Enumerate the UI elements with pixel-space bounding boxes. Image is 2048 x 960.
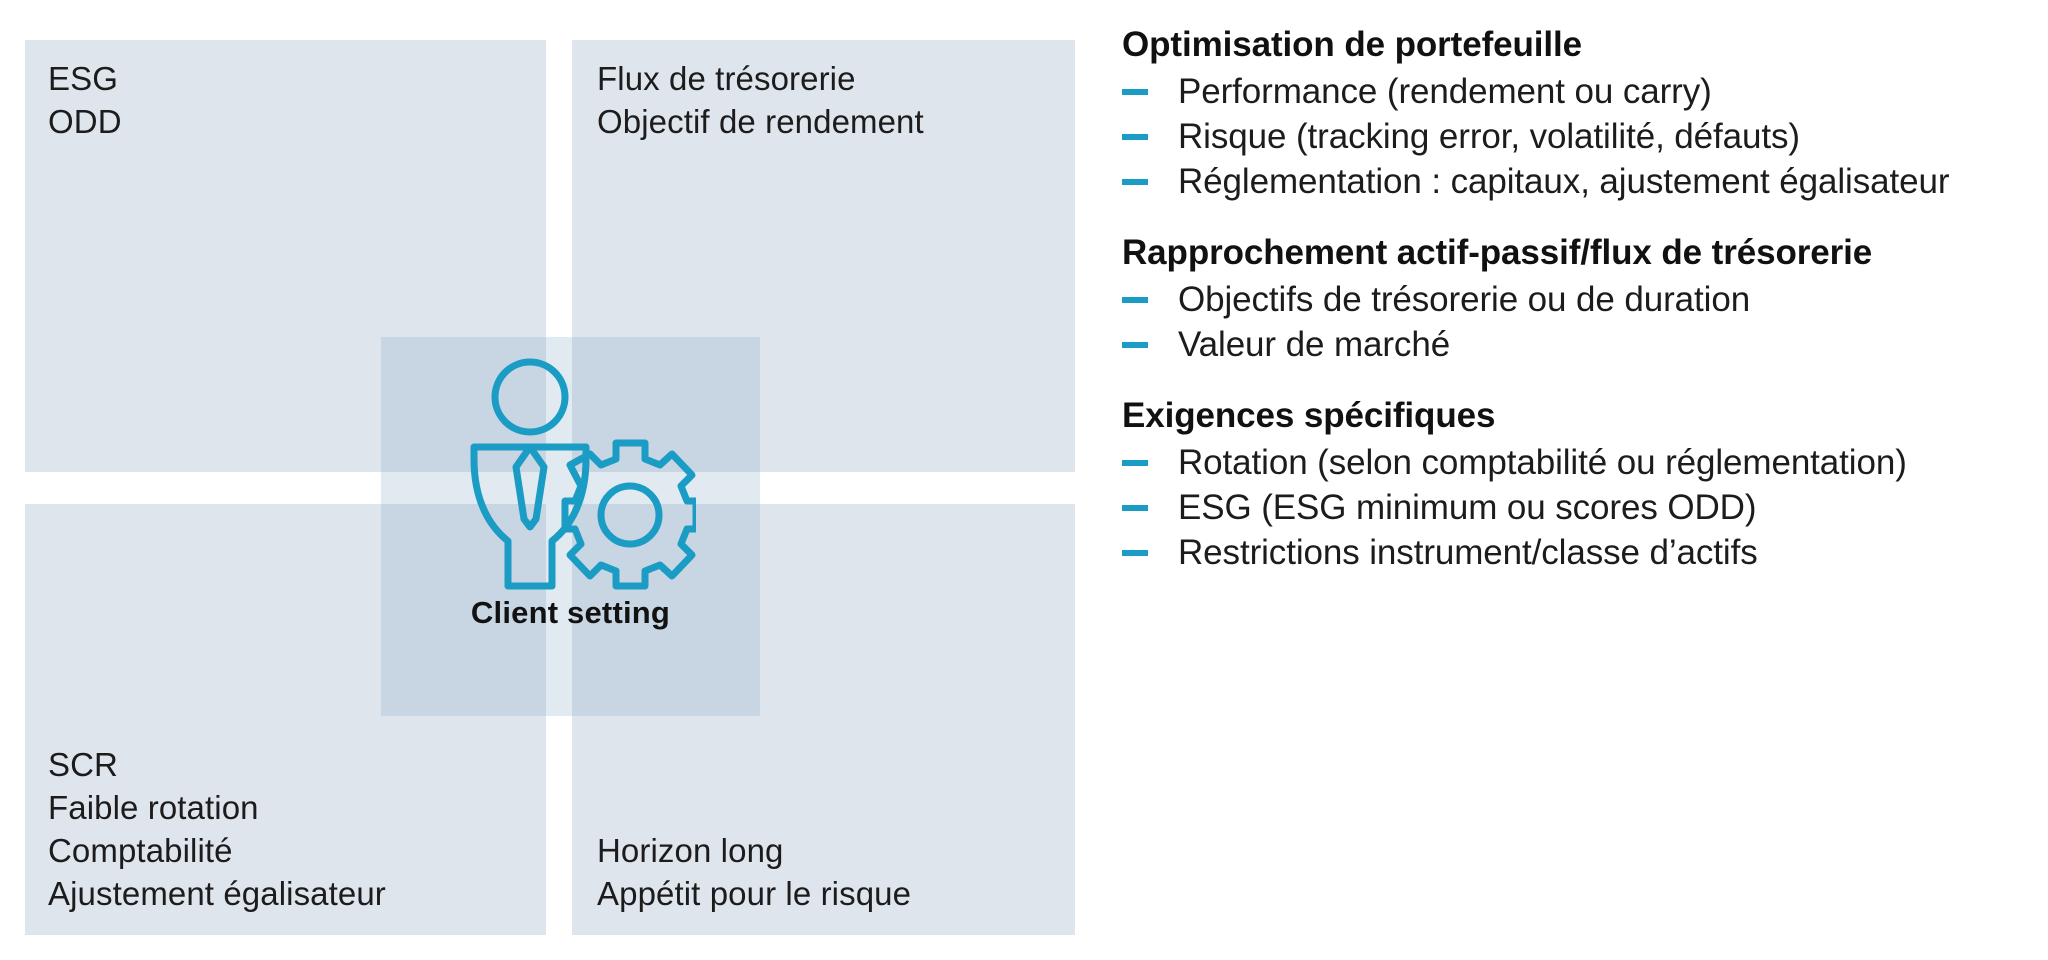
quadrant-bottom-right[interactable]: Horizon long Appétit pour le risque bbox=[572, 504, 1075, 935]
section-title: Exigences spécifiques bbox=[1122, 396, 1496, 435]
quadrant-top-left-text: ESG ODD bbox=[48, 60, 122, 140]
bullet-text: Rotation (selon comptabilité ou réglemen… bbox=[1178, 443, 1907, 482]
bullet-item: Risque (tracking error, volatilité, défa… bbox=[1122, 114, 2027, 159]
dash-bullet-icon bbox=[1122, 550, 1148, 556]
quadrant-bottom-left[interactable]: SCR Faible rotation Comptabilité Ajustem… bbox=[25, 504, 546, 935]
center-tile[interactable]: Client setting bbox=[381, 337, 760, 716]
dash-bullet-icon bbox=[1122, 179, 1148, 185]
dash-bullet-icon bbox=[1122, 134, 1148, 140]
bullet-item: Performance (rendement ou carry) bbox=[1122, 69, 2027, 114]
person-with-gear-icon bbox=[470, 358, 696, 590]
center-tile-label: Client setting bbox=[470, 595, 671, 630]
bullet-text: Performance (rendement ou carry) bbox=[1178, 72, 1712, 111]
section-title: Optimisation de portefeuille bbox=[1122, 25, 1583, 64]
dash-bullet-icon bbox=[1122, 342, 1148, 348]
bullet-text: Réglementation : capitaux, ajustement ég… bbox=[1178, 162, 1950, 201]
bullet-text: Valeur de marché bbox=[1178, 325, 1451, 364]
bullet-item: Valeur de marché bbox=[1122, 322, 2027, 367]
section-title: Rapprochement actif-passif/flux de tréso… bbox=[1122, 233, 1873, 272]
section-optimisation: Optimisation de portefeuille Performance… bbox=[1122, 22, 2027, 204]
client-setting-matrix: ESG ODD Flux de trésorerie Objectif de r… bbox=[25, 40, 1075, 935]
dash-bullet-icon bbox=[1122, 297, 1148, 303]
dash-bullet-icon bbox=[1122, 460, 1148, 466]
bullet-item: Rotation (selon comptabilité ou réglemen… bbox=[1122, 440, 2027, 485]
bullet-item: Objectifs de trésorerie ou de duration bbox=[1122, 277, 2027, 322]
requirements-panel: Optimisation de portefeuille Performance… bbox=[1122, 22, 2027, 575]
bullet-text: Risque (tracking error, volatilité, défa… bbox=[1178, 117, 1800, 156]
section-exigences: Exigences spécifiques Rotation (selon co… bbox=[1122, 393, 2027, 575]
dash-bullet-icon bbox=[1122, 89, 1148, 95]
bullet-item: ESG (ESG minimum ou scores ODD) bbox=[1122, 485, 2027, 530]
bullet-item: Restrictions instrument/classe d’actifs bbox=[1122, 530, 2027, 575]
quadrant-top-right[interactable]: Flux de trésorerie Objectif de rendement bbox=[572, 40, 1075, 472]
bullet-text: Restrictions instrument/classe d’actifs bbox=[1178, 533, 1758, 572]
dash-bullet-icon bbox=[1122, 505, 1148, 511]
quadrant-bottom-left-text: SCR Faible rotation Comptabilité Ajustem… bbox=[48, 746, 386, 912]
quadrant-top-right-text: Flux de trésorerie Objectif de rendement bbox=[597, 60, 924, 140]
bullet-text: Objectifs de trésorerie ou de duration bbox=[1178, 280, 1751, 319]
bullet-text: ESG (ESG minimum ou scores ODD) bbox=[1178, 488, 1757, 527]
quadrant-bottom-right-text: Horizon long Appétit pour le risque bbox=[597, 832, 912, 912]
bullet-item: Réglementation : capitaux, ajustement ég… bbox=[1122, 159, 2027, 204]
quadrant-top-left[interactable]: ESG ODD bbox=[25, 40, 546, 472]
section-rapprochement: Rapprochement actif-passif/flux de tréso… bbox=[1122, 230, 2027, 367]
